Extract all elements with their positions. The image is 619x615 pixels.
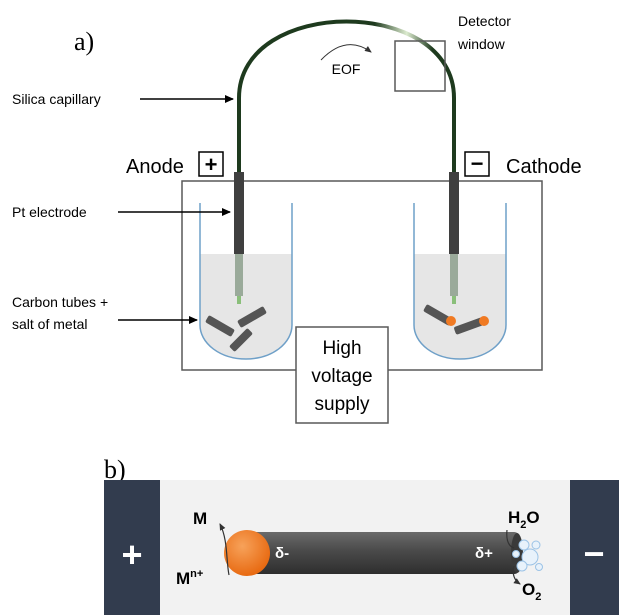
cathode-electrode	[449, 172, 459, 304]
detector-window	[394, 40, 446, 92]
metal-particle	[224, 530, 270, 576]
supply-label-3: supply	[315, 394, 370, 415]
positive-electrode-plate	[104, 480, 160, 615]
metal-label: M	[193, 509, 207, 528]
eof-arrow	[320, 44, 372, 61]
panel-a-label: a)	[74, 27, 94, 56]
carbon-tubes-right	[423, 304, 489, 335]
carbon-tubes-left	[205, 306, 267, 352]
anode-electrode	[234, 172, 244, 304]
panel-b-label: b)	[104, 455, 126, 484]
oxygen-label: O2	[522, 580, 541, 603]
carbon-tubes-label-2: salt of metal	[12, 316, 87, 332]
cathode-label: Cathode	[506, 156, 582, 178]
negative-electrode-plate	[570, 480, 619, 615]
minus-sign: −	[583, 533, 604, 574]
carbon-nanotube	[240, 532, 520, 574]
pt-electrode-label: Pt electrode	[12, 204, 87, 220]
water-arrow	[506, 529, 515, 549]
oxygen-bubbles	[512, 539, 543, 572]
right-test-tube	[413, 203, 507, 360]
anode-sign-box	[198, 151, 224, 177]
high-voltage-supply	[295, 326, 389, 424]
silica-capillary	[237, 19, 456, 174]
detector-label-2: window	[457, 36, 506, 52]
delta-plus-label: δ+	[475, 545, 493, 562]
detector-label-1: Detector	[458, 13, 511, 29]
left-test-tube	[199, 203, 293, 360]
anode-label: Anode	[126, 156, 184, 178]
oxygen-arrow	[512, 565, 521, 585]
silica-capillary-label: Silica capillary	[12, 91, 101, 107]
supply-label-2: voltage	[311, 366, 372, 387]
reduction-arrow	[219, 523, 230, 576]
anode-sign: +	[205, 152, 218, 177]
plus-sign: +	[121, 534, 142, 575]
eof-label: EOF	[332, 61, 361, 77]
supply-label-1: High	[322, 338, 361, 359]
cathode-sign: −	[471, 151, 484, 176]
delta-minus-label: δ-	[275, 545, 289, 562]
water-label: H2O	[508, 508, 540, 531]
cathode-sign-box	[464, 151, 490, 177]
metal-ion-label: Mn+	[176, 568, 203, 588]
carbon-tubes-label-1: Carbon tubes +	[12, 294, 108, 310]
